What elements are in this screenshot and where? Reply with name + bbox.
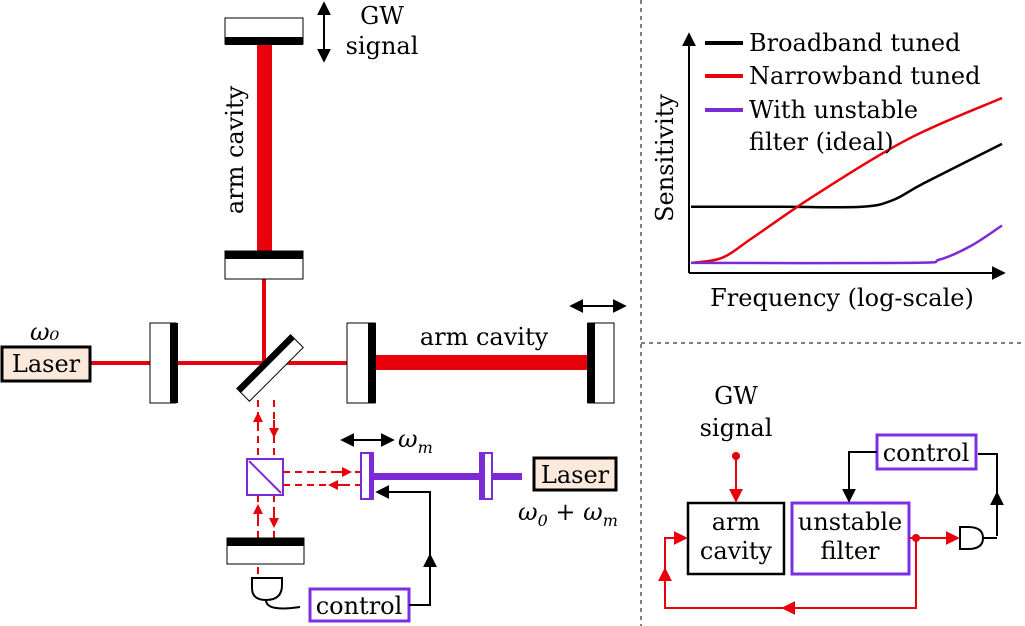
- control-label: control: [316, 592, 403, 620]
- block-arm-cavity: [686, 501, 786, 576]
- block-control-label: control: [883, 439, 970, 467]
- input-test-mass-vertical-coating: [225, 251, 303, 259]
- block-feedback-loop: [664, 531, 917, 609]
- block-filter-line1: unstable: [798, 508, 902, 536]
- legend-label-broadband: Broadband tuned: [749, 29, 960, 57]
- filter-input-mirror-coating: [369, 453, 374, 499]
- block-filter-line2: filter: [820, 537, 880, 565]
- laser-frequency: ω₀: [30, 318, 60, 346]
- block-unstable-filter: [790, 501, 911, 576]
- chart-lines: [690, 96, 1003, 265]
- chart-x-label: Frequency (log-scale): [710, 284, 974, 312]
- block-gw-line1: GW: [714, 382, 758, 410]
- input-test-mass-horizontal-coating: [368, 323, 376, 403]
- filter-end-mirror-coating: [480, 453, 485, 499]
- block-control: [875, 433, 978, 471]
- legend-label-narrowband: Narrowband tuned: [749, 62, 981, 90]
- end-test-mass-vertical-coating: [225, 37, 303, 45]
- block-gw-line2: signal: [700, 414, 773, 442]
- block-detector-to-control: [978, 453, 998, 536]
- laser-box: [0, 345, 92, 383]
- omega-m-label: ωm: [398, 425, 433, 457]
- end-test-mass-horizontal-coating: [587, 323, 595, 403]
- chart-line-unstable-filter: [690, 224, 1003, 265]
- vertical-arm-beam: [257, 45, 272, 251]
- legend-label-unstable-1: With unstable: [749, 96, 918, 124]
- readout-mirror-coating: [227, 538, 304, 546]
- filter-beam-splitter-diagonal: [248, 460, 282, 494]
- block-arm-line1: arm: [712, 508, 761, 536]
- horizontal-arm-beam: [375, 355, 588, 370]
- pump-laser-box: [532, 456, 618, 492]
- pump-laser-frequency: ω0 + ωm: [518, 498, 618, 530]
- pump-laser-label: Laser: [541, 461, 610, 489]
- beam-splitter: [236, 334, 304, 402]
- control-wire-in: [265, 599, 301, 610]
- chart-line-broadband: [690, 142, 1003, 209]
- chart-y-label: Sensitivity: [651, 94, 679, 222]
- recycling-mirror-coating: [170, 323, 178, 403]
- control-wire-out: [375, 485, 431, 606]
- vertical-arm-label: arm cavity: [221, 85, 249, 214]
- chart-line-narrowband: [690, 96, 1003, 265]
- horizontal-arm-label: arm cavity: [420, 323, 549, 351]
- gw-signal-label-line1: GW: [360, 2, 404, 30]
- sensitivity-chart: Sensitivity Frequency (log-scale) Broadb…: [651, 29, 1006, 312]
- block-control-to-filter: [842, 451, 877, 503]
- block-arm-line2: cavity: [700, 537, 773, 565]
- laser-label: Laser: [12, 350, 81, 378]
- control-box: [308, 587, 411, 623]
- gw-signal-label-line2: signal: [346, 32, 419, 60]
- block-detector: [959, 526, 985, 550]
- photodetector: [251, 577, 283, 602]
- legend-label-unstable-2: filter (ideal): [749, 128, 894, 156]
- filter-cavity-beam: [372, 473, 522, 480]
